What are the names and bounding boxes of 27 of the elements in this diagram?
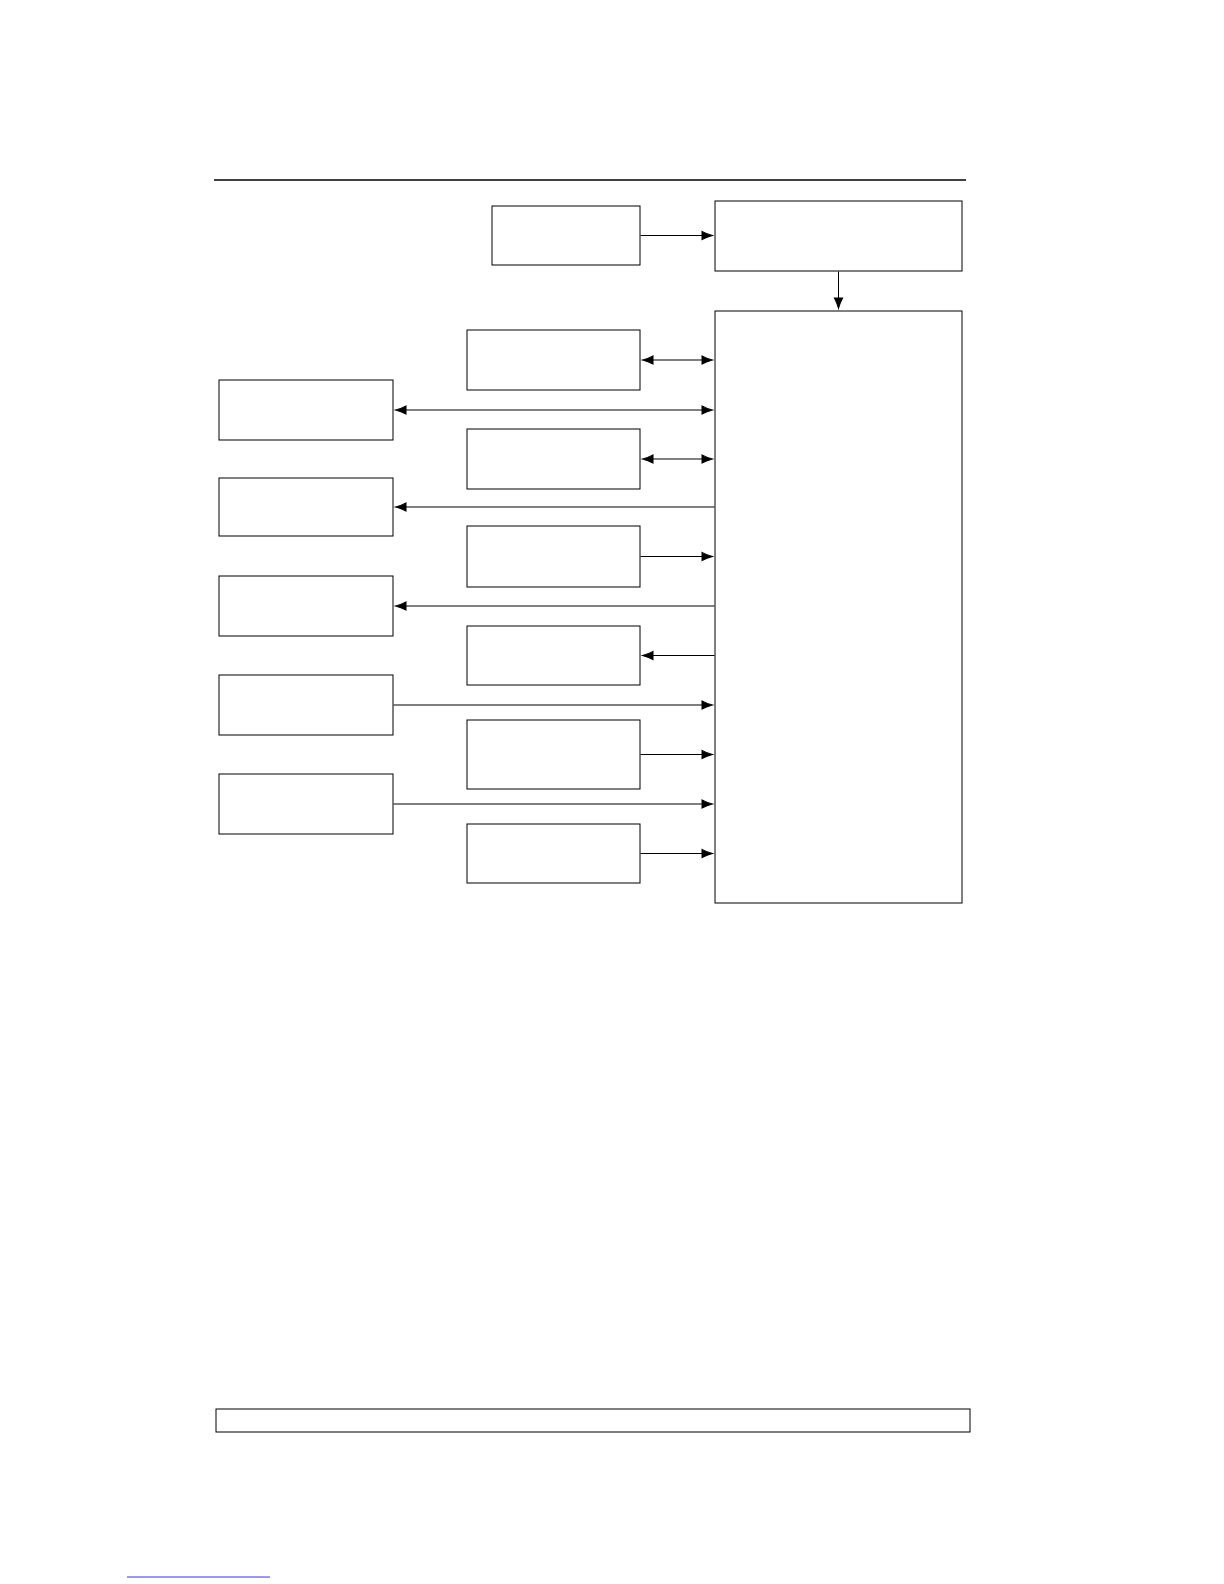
arrow <box>395 405 713 415</box>
arrow <box>642 454 713 464</box>
arrow <box>393 799 713 809</box>
process-box <box>714 310 963 904</box>
process-box <box>218 477 394 537</box>
process-box <box>714 200 963 272</box>
arrow <box>393 700 713 710</box>
process-box <box>491 205 641 266</box>
arrow <box>640 749 713 760</box>
process-box <box>466 719 641 790</box>
process-box <box>466 329 641 391</box>
arrow <box>395 601 715 611</box>
process-box <box>218 674 394 736</box>
arrow <box>395 502 715 512</box>
process-box <box>466 428 641 490</box>
arrow <box>833 271 844 309</box>
process-box <box>218 575 394 637</box>
process-box <box>218 379 394 441</box>
process-box <box>466 525 641 588</box>
process-box <box>466 625 641 686</box>
process-box <box>466 823 641 884</box>
arrow <box>640 230 713 241</box>
arrow <box>642 650 715 661</box>
arrow <box>642 355 713 365</box>
arrow <box>640 848 713 859</box>
arrow <box>640 551 713 562</box>
process-box <box>218 773 394 835</box>
